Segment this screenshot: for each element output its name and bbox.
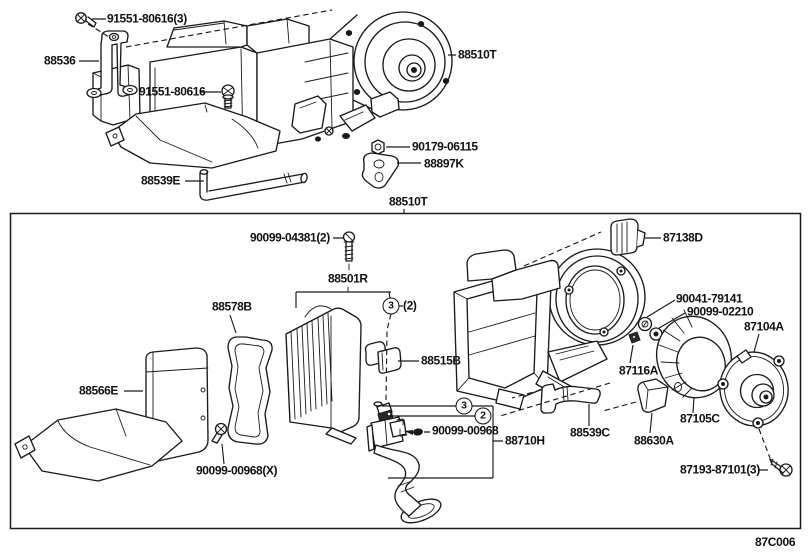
part-label-nut-90179-06115: 90179-06115	[412, 139, 478, 154]
air-duct-drawing-88566e	[14, 347, 209, 482]
part-label-packing-88630a: 88630A	[634, 433, 674, 448]
part-label-screw-87193-87101-3: 87193-87101(3)	[680, 462, 760, 477]
gasket-drawing-88578b	[227, 336, 273, 445]
bolt-drawing-91551-80616	[221, 84, 235, 109]
quantity-callout-circle: 2	[474, 407, 492, 425]
evaporator-sub-assembly-drawing	[227, 231, 402, 445]
part-label-valve-88710h: 88710H	[505, 433, 545, 448]
part-label-core-88501r: 88501R	[328, 271, 368, 286]
bracket-drawing-88897k	[361, 152, 400, 189]
part-label-pipe-88539e: 88539E	[141, 173, 180, 188]
part-label-duct-88566e: 88566E	[79, 383, 118, 398]
part-label-nut-87116a: 87116A	[619, 363, 658, 378]
nut-drawing-90041-79141	[637, 316, 653, 332]
part-label-assy-88510t-lower: 88510T	[389, 194, 428, 209]
quantity-callout-circle: 3	[455, 397, 473, 415]
blower-fan-drawing-87105c	[656, 309, 732, 399]
part-label-washer-90099-02210: 90099-02210	[687, 304, 754, 319]
part-label-sensor-88515b: 88515B	[421, 353, 461, 368]
part-label-qty-2: (2)	[403, 298, 417, 313]
part-label-assy-88510t-upper: 88510T	[458, 47, 497, 62]
heater-pipe-drawing	[199, 169, 308, 201]
part-label-screw-90099-00968-x: 90099-00968(X)	[196, 463, 278, 478]
part-label-fan-87105c: 87105C	[680, 411, 720, 426]
blower-motor-drawing-87104a	[717, 349, 789, 429]
part-label-nut-90041-79141: 90041-79141	[676, 291, 743, 306]
nut-drawing-90179-06115	[371, 139, 385, 155]
part-label-part-88897k: 88897K	[424, 156, 464, 171]
screw-drawing-87193-87101	[769, 458, 793, 477]
part-label-screw-91551-80616-3: 91551-80616(3)	[107, 11, 187, 26]
part-label-motor-87104a: 87104A	[744, 319, 784, 334]
lower-heater-case-drawing	[453, 248, 646, 410]
part-label-bolt-90099-04381-2: 90099-04381(2)	[250, 230, 330, 245]
part-label-gasket-88578b: 88578B	[212, 299, 252, 314]
evaporator-core-drawing	[285, 305, 362, 445]
diagram-box-border	[9, 212, 802, 530]
heater-valve-cluster-drawing	[291, 91, 400, 142]
screw-drawing-91551-80616-3	[75, 12, 97, 28]
lower-tray-drawing	[105, 102, 281, 169]
screw-drawing-90099-00968-x	[211, 422, 228, 444]
packing-drawing-88630a	[637, 378, 669, 413]
sensor-drawing-88515b	[364, 341, 402, 374]
label-leader-lines	[79, 18, 768, 471]
resistor-drawing-87138d	[610, 218, 646, 256]
blower-scroll-drawing	[329, 11, 453, 111]
quantity-callout-circle: 3	[382, 297, 400, 315]
bolt-drawing-90099-04381	[342, 231, 356, 293]
part-label-bracket-88536: 88536	[44, 53, 76, 68]
water-valve-hose-drawing-88710h	[366, 401, 442, 524]
figure-code: 87C006	[755, 535, 796, 549]
part-label-bolt-91551-80616: 91551-80616	[139, 84, 206, 99]
nut-drawing-87116a	[628, 331, 641, 344]
bracket-drawing-88536	[86, 30, 138, 99]
part-label-resistor-87138d: 87138D	[663, 230, 703, 245]
hose-drawing-88539c	[540, 383, 601, 414]
part-label-screw-90099-00968: 90099-00968	[432, 423, 499, 438]
assembly-dashed-lines	[87, 9, 771, 459]
heater-blower-assembly-drawing	[75, 11, 453, 201]
callout-bracket-lines	[295, 291, 503, 479]
part-label-hose-88539c: 88539C	[570, 425, 610, 440]
